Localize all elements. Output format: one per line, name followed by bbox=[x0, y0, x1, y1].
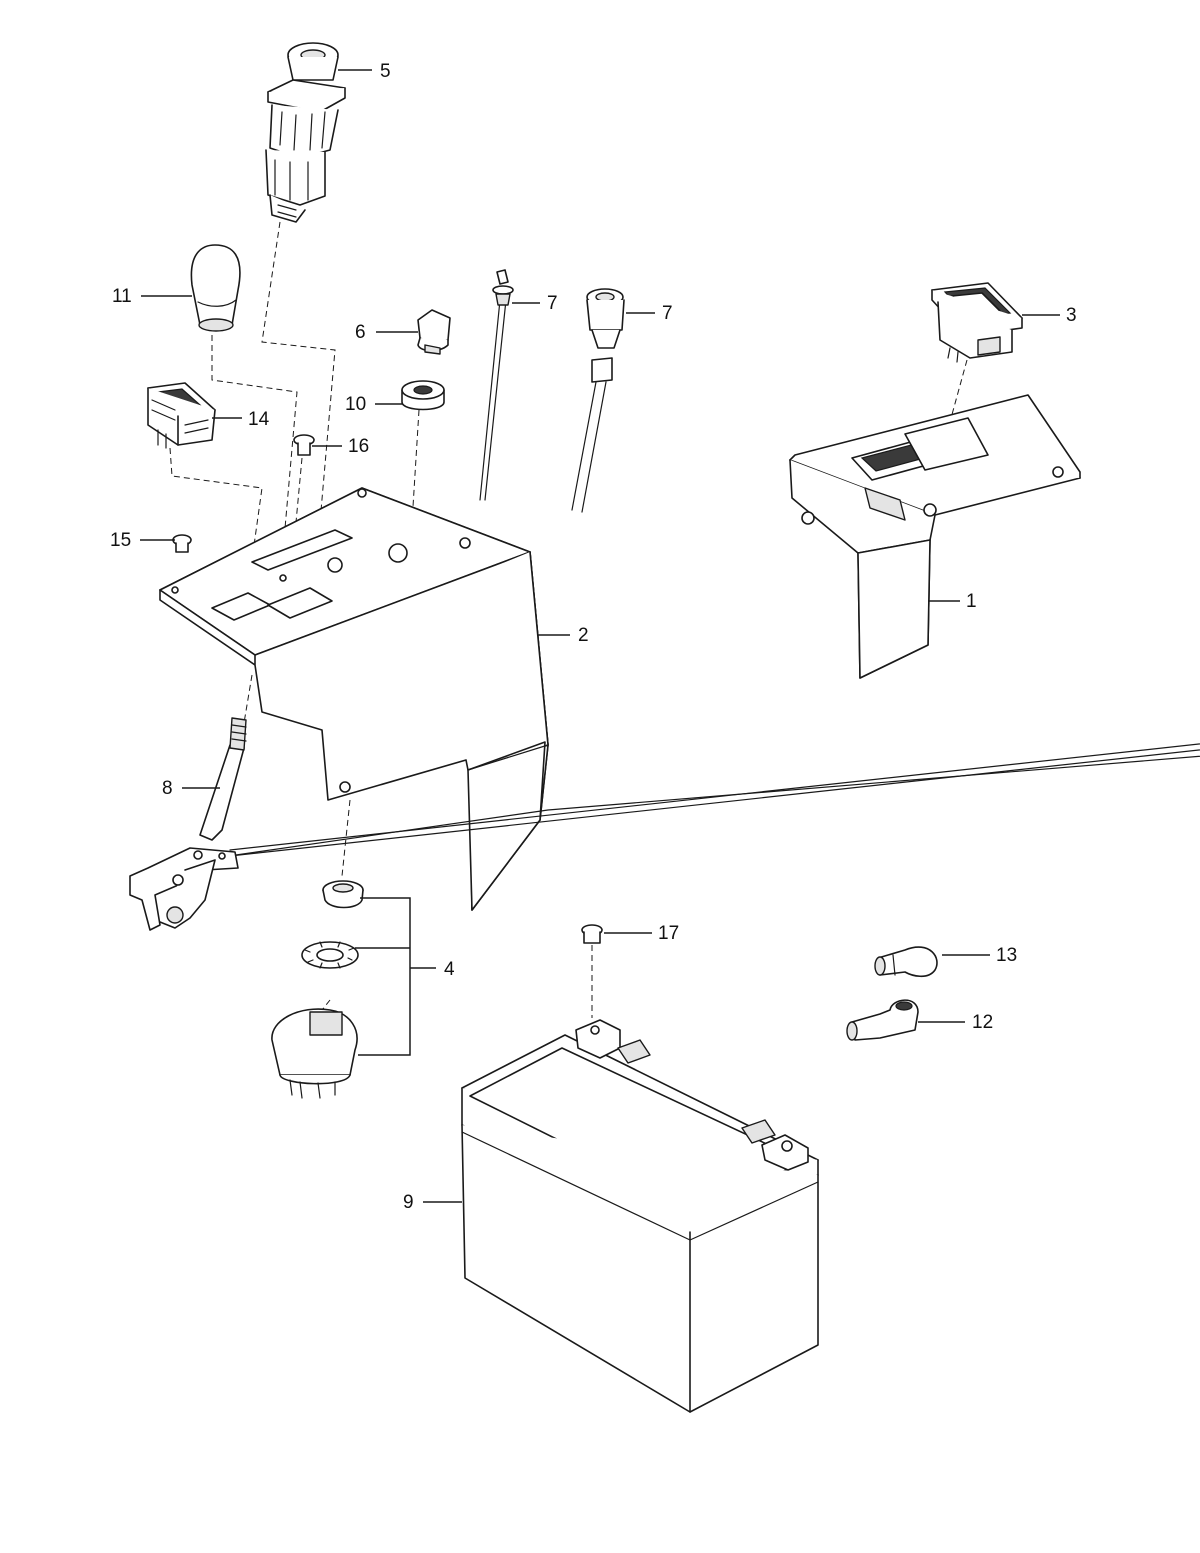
rocker-switch bbox=[931, 282, 1023, 363]
callout-3: 3 bbox=[1066, 305, 1077, 326]
callout-6: 6 bbox=[355, 322, 366, 343]
choke-cable-large bbox=[571, 288, 625, 513]
callout-labels: 5 3 7 7 11 6 10 14 16 15 1 2 8 17 13 4 1… bbox=[110, 61, 1077, 1213]
mounting-bracket bbox=[789, 394, 1081, 679]
callout-14: 14 bbox=[248, 409, 270, 430]
callout-16: 16 bbox=[348, 436, 369, 457]
callout-15: 15 bbox=[110, 530, 131, 551]
callout-leaders bbox=[140, 69, 1060, 1203]
callout-1: 1 bbox=[966, 591, 977, 612]
battery-bolt bbox=[581, 924, 603, 944]
callout-12: 12 bbox=[972, 1012, 993, 1033]
callout-10: 10 bbox=[345, 394, 366, 415]
screw-16 bbox=[293, 434, 315, 456]
control-cable bbox=[214, 743, 1200, 859]
callout-17: 17 bbox=[658, 923, 679, 944]
callout-4: 4 bbox=[444, 959, 455, 980]
key-switch-assembly bbox=[265, 42, 346, 223]
callout-7-small: 7 bbox=[547, 293, 558, 314]
push-switch bbox=[147, 382, 216, 449]
lever-knob bbox=[190, 244, 241, 332]
callout-8: 8 bbox=[162, 778, 173, 799]
callout-9: 9 bbox=[403, 1192, 414, 1213]
callout-7-large: 7 bbox=[662, 303, 673, 324]
callout-5: 5 bbox=[380, 61, 391, 82]
terminal-cover-13 bbox=[874, 946, 938, 978]
ignition-switch-group bbox=[271, 880, 436, 1099]
ignition-key bbox=[417, 309, 451, 355]
battery bbox=[461, 1019, 819, 1413]
callout-11: 11 bbox=[112, 286, 132, 307]
callout-2: 2 bbox=[578, 625, 589, 646]
grommet bbox=[401, 380, 445, 411]
terminal-cover-12 bbox=[846, 999, 919, 1041]
control-panel-housing bbox=[159, 487, 549, 911]
callout-13: 13 bbox=[996, 945, 1017, 966]
screw-15 bbox=[172, 534, 192, 553]
throttle-lever bbox=[129, 717, 247, 931]
choke-cable-small bbox=[479, 269, 514, 501]
